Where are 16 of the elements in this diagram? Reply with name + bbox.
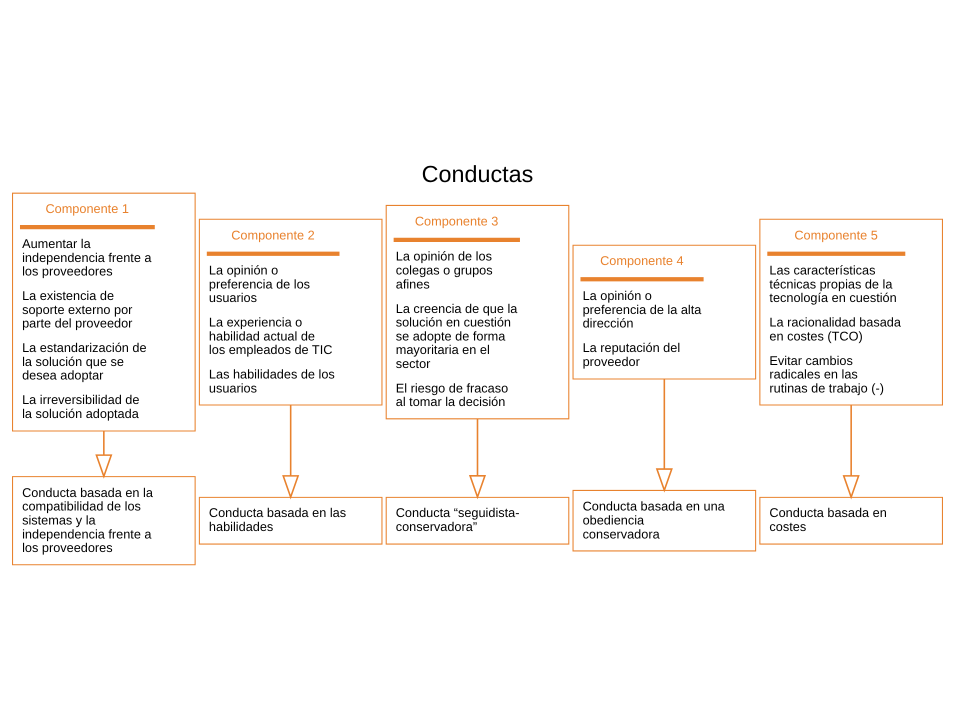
node-box: Conducta basada en una obediencia conservadora <box>572 489 756 551</box>
node-box: Componente 2 La opinión o preferencia de los usuarios La experiencia o habilidad actual de los empleados de TIC Las habilidades de los usuarios <box>198 218 382 406</box>
arrow <box>282 404 300 500</box>
node-box: Componente 4 La opinión o preferencia de la alta dirección La reputación del proveedor <box>572 244 756 380</box>
arrow <box>468 418 486 499</box>
node-box: Conducta basada en las habilidades <box>198 496 382 544</box>
node-box: Componente 5 Las características técnicas propias de la tecnología en cuestión La racionalidad basada en costes (TCO) Evitar cambios radicales en las rutinas de trabajo (-) <box>759 218 943 406</box>
node-box: Componente 3 La opinión de los colegas o grupos afines La creencia de que la solución en cuestión se adopte de forma mayoritaria en el sector El riesgo de fracaso al tomar la decisión <box>386 204 570 419</box>
diagram-title: Conductas <box>422 160 534 187</box>
node-box: Componente 1 Aumentar la independencia frente a los proveedores La existencia de soporte externo por parte del proveedor La estandarización de la solución que se desea adoptar La irreversibilidad de la solución adoptada <box>12 192 196 432</box>
node-box: Conducta basada en la compatibilidad de los sistemas y la independencia frente a los proveedores <box>12 476 196 565</box>
node-box: Conducta “seguidista-conservadora” <box>386 496 570 544</box>
node-box: Conducta basada en costes <box>759 496 943 544</box>
arrow <box>656 378 673 492</box>
arrow <box>95 430 112 478</box>
arrow <box>842 404 860 500</box>
